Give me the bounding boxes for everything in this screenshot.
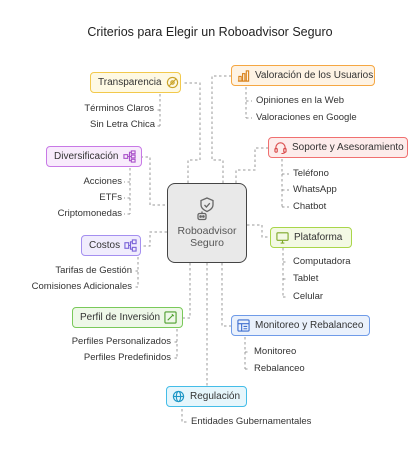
perfil-item-1: Perfiles Personalizados <box>71 336 171 347</box>
plataforma-item-1: Computadora <box>293 256 351 267</box>
branch-plataforma <box>282 248 288 298</box>
costos-item-1: Tarifas de Gestión <box>55 265 132 276</box>
node-monitoreo: Monitoreo y Rebalanceo <box>231 315 370 336</box>
regulacion-item-1: Entidades Gubernamentales <box>191 416 312 427</box>
node-regulacion: Regulación <box>166 386 247 407</box>
node-costos: Costos <box>81 235 141 256</box>
center-line2: Seguro <box>190 237 224 249</box>
dashboard-icon <box>237 319 250 332</box>
node-diversificacion: Diversificación <box>46 146 142 167</box>
connector-plataforma <box>247 224 270 238</box>
valoracion-item-1: Opiniones en la Web <box>256 95 345 106</box>
node-plataforma: Plataforma <box>270 227 352 248</box>
connector-costos <box>141 231 167 247</box>
diversificacion-item-2: ETFs <box>99 192 122 203</box>
center-line1: Roboadvisor <box>177 225 237 237</box>
node-valoracion: Valoración de los Usuarios <box>231 65 375 86</box>
costos-item-2: Comisiones Adicionales <box>31 281 132 292</box>
node-plataforma-label: Plataforma <box>294 232 343 243</box>
node-perfil-label: Perfil de Inversión <box>80 312 161 323</box>
node-transparencia: Transparencia <box>90 72 181 93</box>
hierarchy-icon <box>123 150 136 163</box>
connector-soporte <box>235 147 268 183</box>
robot-shield-icon <box>197 197 214 221</box>
node-costos-label: Costos <box>89 240 121 251</box>
node-diversificacion-label: Diversificación <box>54 151 119 162</box>
branch-monitoreo <box>244 337 250 370</box>
diagram-title: Criterios para Elegir un Roboadvisor Seg… <box>87 25 333 39</box>
valoracion-item-2: Valoraciones en Google <box>256 112 357 123</box>
diversificacion-item-1: Acciones <box>83 176 122 187</box>
soporte-item-2: WhatsApp <box>293 184 337 195</box>
node-monitoreo-label: Monitoreo y Rebalanceo <box>255 320 364 331</box>
branch-transparencia <box>156 94 161 127</box>
node-valoracion-label: Valoración de los Usuarios <box>255 70 374 81</box>
plataforma-item-3: Celular <box>293 291 324 302</box>
globe-shield-icon <box>172 390 185 403</box>
monitoreo-item-2: Rebalanceo <box>254 363 305 374</box>
transparencia-item-1: Términos Claros <box>84 103 154 114</box>
headset-icon <box>274 142 287 154</box>
node-regulacion-label: Regulación <box>190 391 241 402</box>
plataforma-item-2: Tablet <box>293 273 319 284</box>
connector-transparencia <box>182 82 201 183</box>
connector-valoracion <box>211 75 231 183</box>
connector-monitoreo <box>221 263 231 327</box>
branch-regulacion <box>181 409 188 423</box>
branch-diversificacion <box>124 168 131 215</box>
node-soporte: Soporte y Asesoramiento <box>268 137 408 158</box>
branch-soporte <box>281 159 289 208</box>
soporte-item-1: Teléfono <box>293 168 329 179</box>
node-transparencia-label: Transparencia <box>98 77 162 88</box>
diversificacion-item-3: Criptomonedas <box>57 208 122 219</box>
transparencia-item-2: Sin Letra Chica <box>90 119 155 130</box>
money-flow-icon <box>124 239 137 252</box>
branch-valoracion <box>245 87 252 119</box>
node-perfil: Perfil de Inversión <box>72 307 183 328</box>
node-soporte-label: Soporte y Asesoramiento <box>292 142 404 153</box>
center-node: Roboadvisor Seguro <box>167 183 247 263</box>
monitoreo-item-1: Monitoreo <box>254 346 297 357</box>
monitor-icon <box>276 232 289 244</box>
connector-perfil <box>183 263 191 319</box>
perfil-item-2: Perfiles Predefinidos <box>83 352 171 363</box>
edit-chart-icon <box>164 311 177 324</box>
branch-perfil <box>173 329 178 359</box>
connector-diversificacion <box>142 156 175 206</box>
eye-slash-icon <box>166 76 178 89</box>
branch-costos <box>134 257 139 288</box>
rating-chart-icon <box>237 70 250 82</box>
soporte-item-3: Chatbot <box>293 201 327 212</box>
